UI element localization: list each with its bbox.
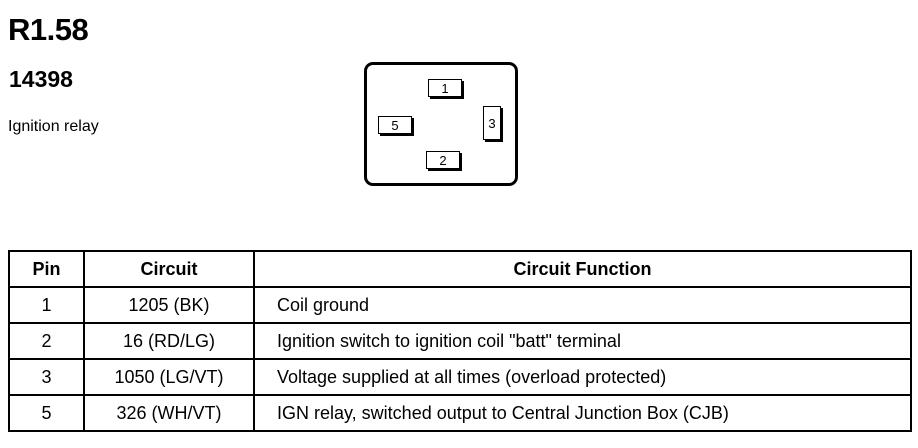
pin-circuit-table: Pin Circuit Circuit Function 1 1205 (BK)… — [8, 250, 912, 432]
connector-face-diagram: 1 2 3 5 — [364, 62, 518, 186]
circuit-cell: 326 (WH/VT) — [83, 394, 255, 432]
table-row: 3 1050 (LG/VT) Voltage supplied at all t… — [8, 358, 912, 396]
part-number: 14398 — [9, 66, 73, 92]
circuit-cell: 16 (RD/LG) — [83, 322, 255, 360]
column-header-circuit-function: Circuit Function — [253, 250, 912, 288]
pin-cell: 3 — [8, 358, 85, 396]
document-id: R1.58 — [8, 12, 89, 47]
circuit-function-cell: Voltage supplied at all times (overload … — [253, 358, 912, 396]
table-row: 5 326 (WH/VT) IGN relay, switched output… — [8, 394, 912, 432]
pin-cell: 1 — [8, 286, 85, 324]
connector-pin-3: 3 — [483, 106, 501, 140]
circuit-function-cell: Ignition switch to ignition coil "batt" … — [253, 322, 912, 360]
connector-pin-1: 1 — [428, 79, 462, 97]
pin-cell: 5 — [8, 394, 85, 432]
connector-pin-2: 2 — [426, 151, 460, 169]
table-row: 2 16 (RD/LG) Ignition switch to ignition… — [8, 322, 912, 360]
circuit-function-cell: IGN relay, switched output to Central Ju… — [253, 394, 912, 432]
circuit-function-cell: Coil ground — [253, 286, 912, 324]
circuit-cell: 1050 (LG/VT) — [83, 358, 255, 396]
connector-pin-5: 5 — [378, 116, 412, 134]
column-header-pin: Pin — [8, 250, 85, 288]
table-header-row: Pin Circuit Circuit Function — [8, 250, 912, 288]
column-header-circuit: Circuit — [83, 250, 255, 288]
table-row: 1 1205 (BK) Coil ground — [8, 286, 912, 324]
pin-cell: 2 — [8, 322, 85, 360]
circuit-cell: 1205 (BK) — [83, 286, 255, 324]
component-name: Ignition relay — [8, 118, 99, 135]
